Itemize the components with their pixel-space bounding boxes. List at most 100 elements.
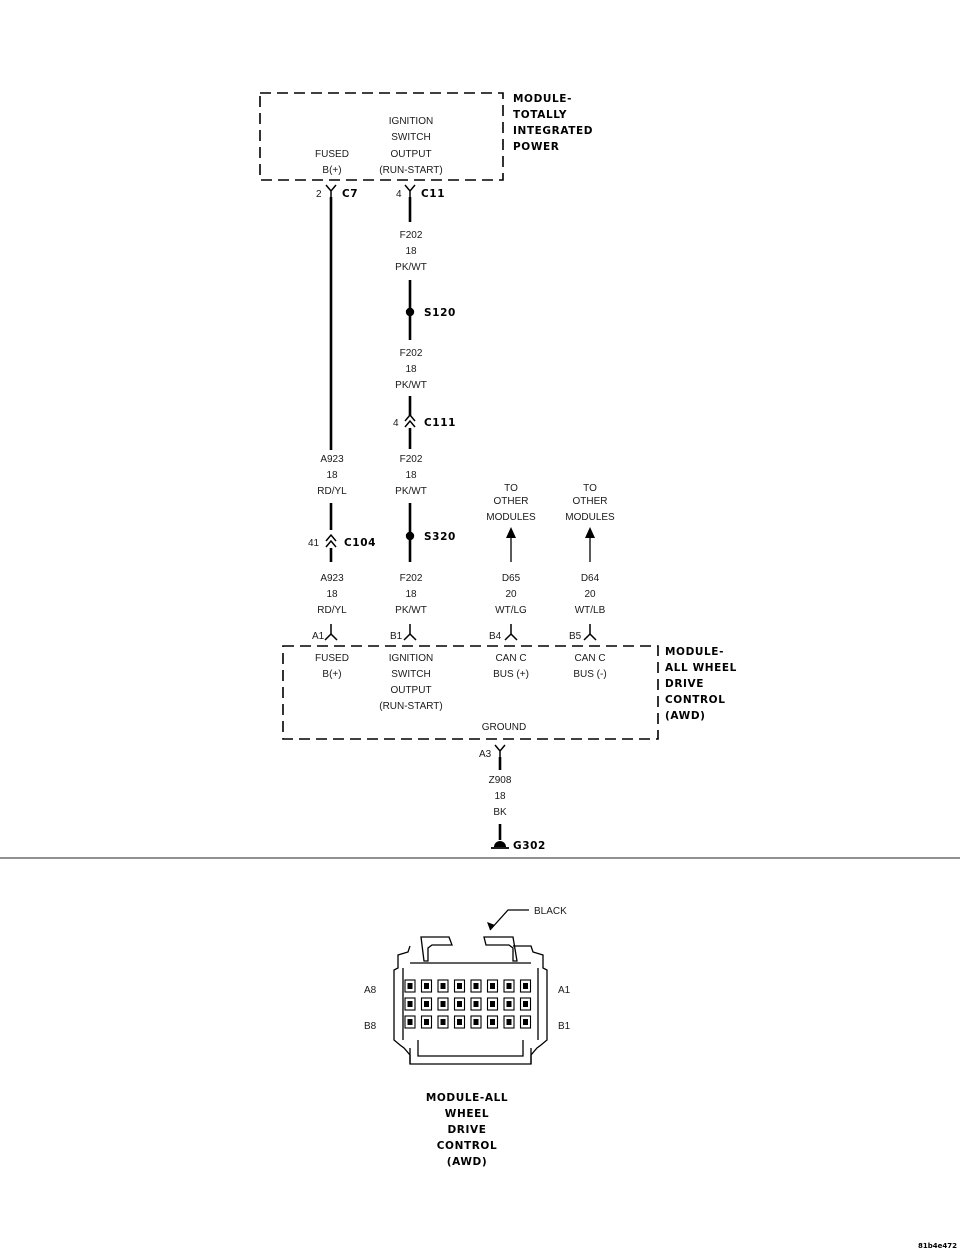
connector-cavity-terminal [490, 983, 495, 989]
connector-cavity-terminal [440, 1019, 446, 1025]
awd-module-box [282, 645, 659, 740]
tipm-fused-label: FUSED [315, 149, 349, 160]
to-other-left-3: MODULES [486, 512, 536, 523]
awd-pin-b1-label: B1 [390, 631, 403, 642]
connector-cavity [420, 979, 433, 993]
connector-cavity-terminal [506, 983, 512, 989]
connector-cavity-terminal [457, 1019, 462, 1025]
wire-a923-a-gauge: 18 [326, 470, 338, 481]
connector-key-slot [417, 1040, 524, 1057]
connector-cavity [420, 1015, 433, 1029]
awd-ign-label-4: (RUN-START) [379, 701, 443, 712]
wire-f202-c-code: F202 [400, 454, 423, 465]
connector-title-line-4: CONTROL [437, 1140, 497, 1152]
wire-f202-b-gauge: 18 [405, 364, 417, 375]
arrow-d65 [506, 527, 516, 538]
connector-pin-grid [404, 979, 532, 1029]
connector-color-label: BLACK [534, 906, 567, 917]
awd-pin-a1-label: A1 [312, 631, 325, 642]
connector-cavity-terminal [523, 1019, 528, 1025]
connector-title-line-1: MODULE-ALL [426, 1092, 508, 1104]
wire-z908-code: Z908 [489, 775, 512, 786]
tipm-ign-label-4: (RUN-START) [379, 165, 443, 176]
wire-d64-gauge: 20 [584, 589, 596, 600]
awd-ign-label-1: IGNITION [389, 653, 433, 664]
connector-cavity [453, 997, 466, 1011]
awd-title: MODULE- ALL WHEEL DRIVE CONTROL (AWD) [665, 646, 736, 722]
connector-c111: 4 C111 [393, 413, 456, 429]
color-leader-line [489, 909, 529, 931]
connector-cavity [486, 979, 499, 993]
color-leader-arrow [487, 922, 495, 930]
awd-title-line-1: MODULE- [665, 646, 724, 658]
tipm-ign-label-2: SWITCH [391, 132, 430, 143]
connector-label-a8: A8 [364, 985, 377, 996]
wire-f202-a-code: F202 [400, 230, 423, 241]
awd-canp-label-2: BUS (+) [493, 669, 529, 680]
to-other-modules-right: TO OTHER MODULES [565, 483, 615, 523]
wire-d65-code: D65 [502, 573, 521, 584]
connector-cavity [503, 1015, 515, 1029]
connector-cavity [437, 1015, 449, 1029]
connector-cavity [519, 1015, 532, 1029]
c104-label: C104 [344, 537, 376, 549]
connector-cavity-terminal [407, 983, 413, 989]
connector-cavity-terminal [440, 983, 446, 989]
to-other-left-1: TO [504, 483, 518, 494]
connector-title-line-5: (AWD) [447, 1156, 488, 1168]
arrow-d64 [585, 527, 595, 538]
wire-d64-color: WT/LB [575, 605, 606, 616]
wire-z908-color: BK [493, 807, 507, 818]
connector-label-a1: A1 [558, 985, 571, 996]
connector-cavity-terminal [506, 1019, 512, 1025]
connector-cavity [519, 997, 532, 1011]
awd-ign-label-2: SWITCH [391, 669, 430, 680]
awd-ign-label-3: OUTPUT [390, 685, 431, 696]
connector-cavity [453, 1015, 466, 1029]
wire-f202-c-color: PK/WT [395, 486, 427, 497]
connector-skirt [409, 1048, 532, 1064]
wire-f202-a-gauge: 18 [405, 246, 417, 257]
connector-cavity-terminal [457, 983, 462, 989]
connector-cavity-terminal [407, 1019, 413, 1025]
connector-view-title: MODULE-ALL WHEEL DRIVE CONTROL (AWD) [426, 1092, 508, 1168]
wire-f202-d-code: F202 [400, 573, 423, 584]
figure-id: 81b4e472 [918, 1242, 957, 1250]
to-other-right-1: TO [583, 483, 597, 494]
connector-cavity [437, 979, 449, 993]
awd-pin-a3: A3 [479, 744, 506, 760]
connector-cavity [519, 979, 532, 993]
c111-label: C111 [424, 417, 456, 429]
awd-pin-b5: B5 [569, 624, 597, 642]
connector-cavity [486, 997, 499, 1011]
connector-cavity [470, 1015, 482, 1029]
connector-c11: 4 C11 [396, 184, 445, 200]
connector-cavity [470, 997, 482, 1011]
c11-label: C11 [421, 188, 445, 200]
connector-title-line-2: WHEEL [445, 1108, 489, 1120]
connector-cavity [404, 979, 416, 993]
wire-f202-a-color: PK/WT [395, 262, 427, 273]
tipm-title: MODULE- TOTALLY INTEGRATED POWER [513, 93, 593, 153]
awd-title-line-3: DRIVE [665, 678, 704, 690]
connector-cavity-terminal [523, 983, 528, 989]
connector-cavity [453, 979, 466, 993]
c7-pin: 2 [316, 189, 322, 200]
wire-f202-d-color: PK/WT [395, 605, 427, 616]
tipm-ign-label-3: OUTPUT [390, 149, 431, 160]
awd-canm-label-1: CAN C [574, 653, 605, 664]
wire-f202-b-color: PK/WT [395, 380, 427, 391]
wire-a923-a-code: A923 [320, 454, 344, 465]
c111-pin: 4 [393, 418, 399, 429]
connector-cavity-terminal [473, 1001, 479, 1007]
connector-cavity-terminal [506, 1001, 512, 1007]
awd-canp-label-1: CAN C [495, 653, 526, 664]
connector-cavity [486, 1015, 499, 1029]
ground-g302-label: G302 [513, 840, 546, 852]
connector-cavity [503, 979, 515, 993]
connector-face-view: BLACK A8 B8 A1 B1 [364, 906, 571, 1065]
connector-inner-rails [402, 962, 539, 1040]
connector-cavity-terminal [473, 983, 479, 989]
ground-g302-icon [491, 841, 509, 849]
